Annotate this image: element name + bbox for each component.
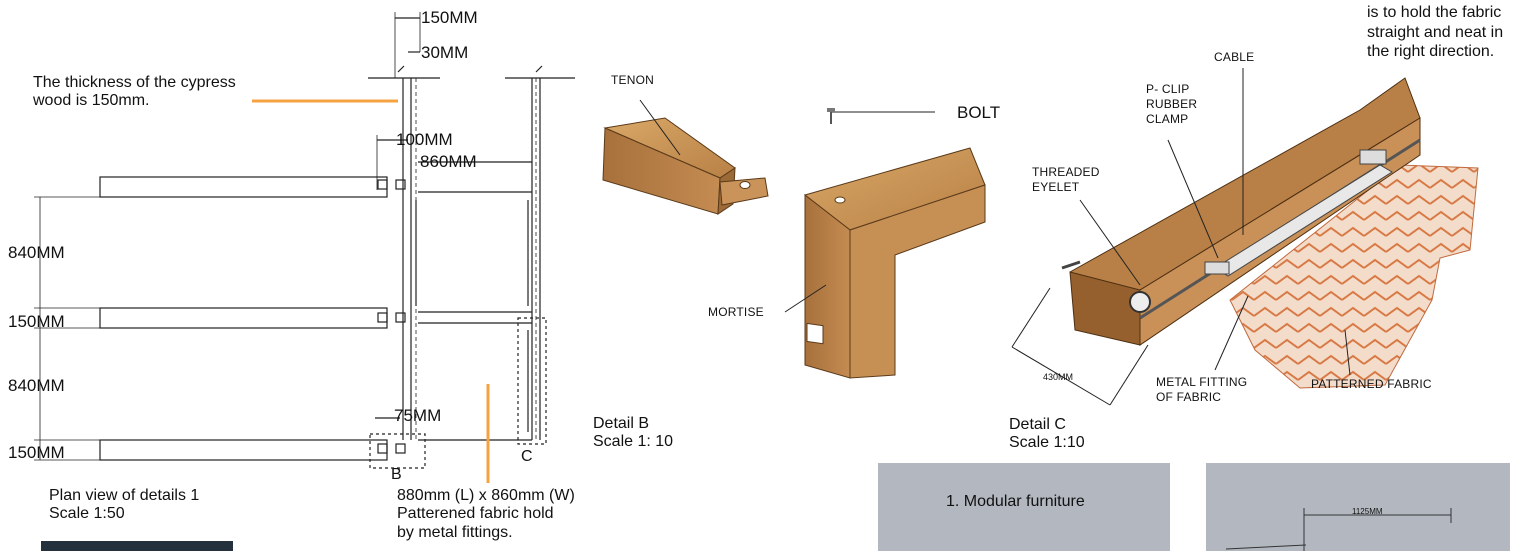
bolt-label: BOLT [957,103,1001,122]
tenon-label: TENON [611,73,654,87]
dim-430mm: 430MM [1043,372,1074,382]
threaded-eyelet-label: THREADED EYELET [1032,165,1100,194]
cable-label: CABLE [1214,50,1255,64]
dim-150mm-top: 150MM [421,8,478,27]
dim-150mm-rail-1: 150MM [8,312,65,331]
dim-150mm-rail-2: 150MM [8,443,65,462]
detail-c-caption: Detail C Scale 1:10 [1009,416,1085,452]
dim-840mm-upper: 840MM [8,243,65,262]
p-clip-label: P- CLIP RUBBER CLAMP [1146,82,1198,126]
plan-view-caption: Plan view of details 1 Scale 1:50 [49,487,200,523]
dim-100mm: 100MM [396,130,453,149]
callout-label-b: B [391,466,402,483]
sketch-dim-1125mm: 1125MM [1352,507,1383,516]
dim-860mm: 860MM [420,152,477,171]
cypress-thickness-note: The thickness of the cypress wood is 150… [33,74,236,110]
fabric-purpose-note: is to hold the fabric straight and neat … [1367,4,1504,61]
metal-fitting-label: METAL FITTING OF FABRIC [1156,375,1248,404]
patterned-fabric-label: PATTERNED FABRIC [1311,377,1432,391]
detail-b-caption: Detail B Scale 1: 10 [593,415,674,451]
mortise-label: MORTISE [708,305,764,319]
fabric-size-note: 880mm (L) x 860mm (W) Patterened fabric … [397,487,575,541]
modular-furniture-title: 1. Modular furniture [946,493,1085,510]
sketch-panel: 1125MM [1206,463,1510,551]
dim-30mm: 30MM [421,43,469,62]
modular-furniture-panel: 1. Modular furniture [878,463,1170,551]
dim-75mm: 75MM [394,406,442,425]
sketch-dim-line [1225,508,1452,551]
dark-title-block [41,541,233,551]
callout-label-c: C [521,448,533,465]
dim-840mm-lower: 840MM [8,376,65,395]
